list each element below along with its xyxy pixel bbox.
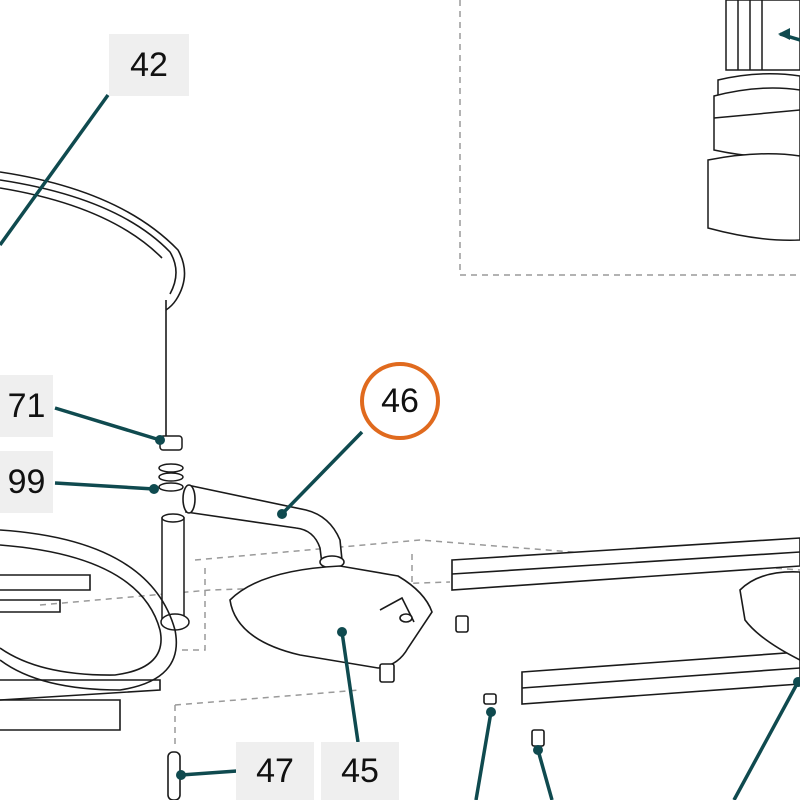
leader-rail-c (732, 681, 800, 800)
inset-frame (459, 0, 800, 276)
inset-part (707, 0, 800, 241)
leader-rail-b (536, 749, 554, 800)
leader-47 (180, 769, 238, 777)
callout-45: 45 (321, 742, 399, 800)
pipe-part (182, 484, 345, 569)
arrow-head (778, 28, 790, 40)
frame-part (0, 529, 177, 731)
fastener-stack (158, 435, 190, 631)
leader-42 (0, 93, 110, 247)
callout-99: 99 (0, 451, 53, 513)
leader-dot (155, 435, 165, 445)
leader-dot (486, 707, 496, 717)
leader-dot (149, 484, 159, 494)
callout-42: 42 (109, 34, 189, 96)
leader-46 (280, 430, 364, 516)
leader-71 (54, 406, 161, 442)
bowl-part (0, 171, 186, 440)
leader-dot (337, 627, 347, 637)
leader-99 (54, 481, 155, 491)
rail-parts (451, 537, 800, 747)
plate-part (229, 565, 433, 683)
leader-lines (0, 32, 800, 800)
leader-rail-a (474, 711, 493, 800)
callout-47: 47 (236, 742, 314, 800)
leader-45 (340, 631, 360, 743)
leader-dots (149, 28, 800, 780)
leader-dot (533, 745, 543, 755)
callout-46: 46 (360, 362, 440, 440)
callout-71: 71 (0, 375, 53, 437)
leader-dot (176, 770, 186, 780)
leader-dot (277, 509, 287, 519)
leader-dot (793, 677, 800, 687)
